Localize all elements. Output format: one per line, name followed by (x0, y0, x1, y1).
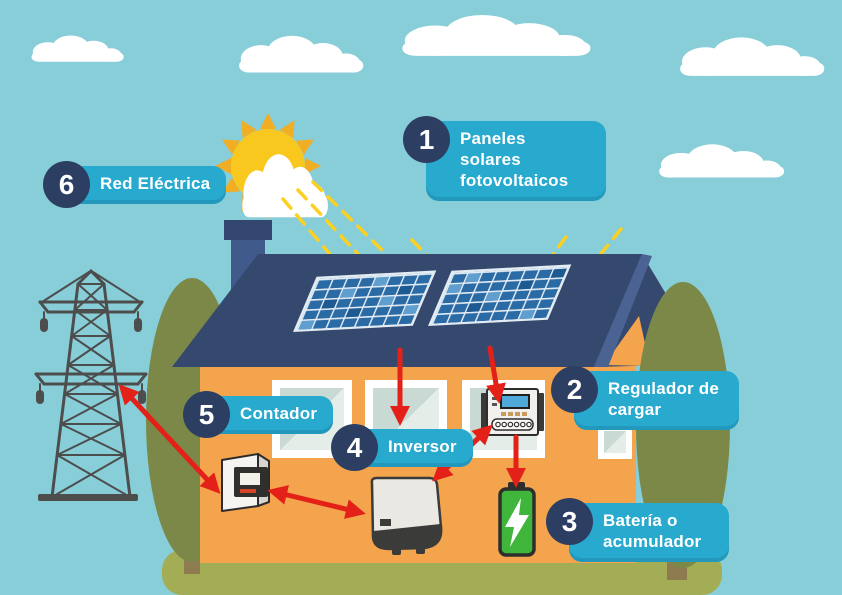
label-number-badge: 6 (43, 161, 90, 208)
window (598, 425, 632, 459)
label-number-badge: 5 (183, 391, 230, 438)
lightning-icon (505, 498, 529, 547)
charge-regulator-device (481, 388, 544, 436)
label-number-badge: 3 (546, 498, 593, 545)
battery-icon (498, 482, 536, 557)
label-3-bateria: 3 Batería o acumulador (546, 498, 729, 562)
label-text: Paneles solares fotovoltaicos (426, 121, 606, 201)
arrow-grid-meter (118, 384, 221, 494)
label-1-paneles-solares: 1 Paneles solares fotovoltaicos (403, 116, 606, 201)
label-number-badge: 4 (331, 424, 378, 471)
label-number-badge: 1 (403, 116, 450, 163)
label-2-regulador: 2 Regulador de cargar (551, 366, 739, 430)
label-text: Regulador de cargar (574, 371, 739, 430)
solar-panel (428, 264, 572, 326)
power-tower-icon (34, 268, 148, 501)
energy-flow-arrows (118, 345, 526, 519)
label-4-inversor: 4 Inversor (331, 424, 473, 471)
arrow-panel-to-regulator (486, 345, 506, 404)
label-text: Batería o acumulador (569, 503, 729, 562)
meter-device (221, 453, 270, 512)
label-text: Red Eléctrica (66, 166, 227, 204)
label-number-badge: 2 (551, 366, 598, 413)
label-5-contador: 5 Contador (183, 391, 334, 438)
solar-panel (293, 270, 437, 332)
label-6-red-electrica: 6 Red Eléctrica (43, 161, 227, 208)
inverter-device (370, 476, 443, 555)
arrow-meter-inverter (267, 485, 366, 519)
